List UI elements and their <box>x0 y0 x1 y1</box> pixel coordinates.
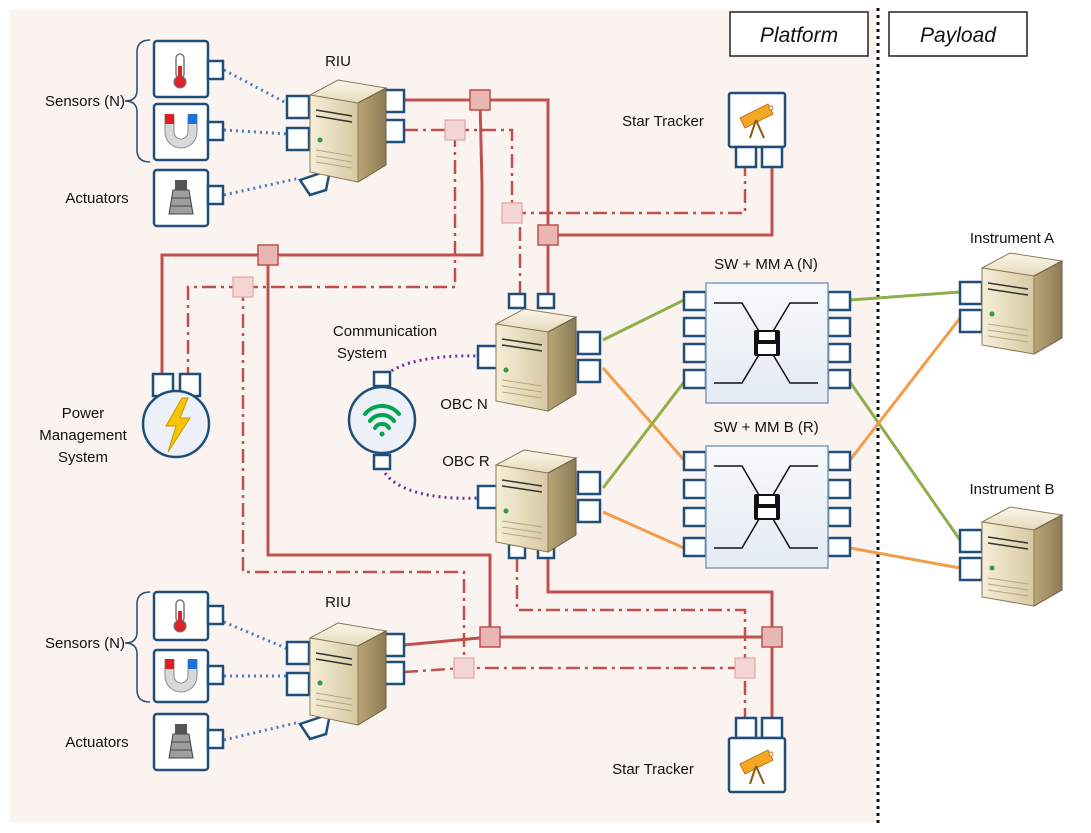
junction <box>479 626 501 648</box>
payload-label: Payload <box>920 24 997 47</box>
junction <box>232 276 254 298</box>
junction <box>453 657 475 679</box>
sw-mm-a-label: SW + MM A (N) <box>714 256 818 273</box>
thermometer-icon <box>173 53 187 89</box>
payload-label-box <box>888 11 1028 57</box>
junction <box>761 626 783 648</box>
riu-label-bottom: RIU <box>325 594 351 611</box>
sensors-label-bottom: Sensors (N) <box>45 635 125 652</box>
power-management-system <box>141 372 211 459</box>
power-management-label-line1: Power <box>62 405 105 422</box>
wifi-icon <box>363 403 401 437</box>
star-tracker-bottom <box>727 716 787 794</box>
sw-mm-b <box>682 445 852 569</box>
instrument-a-label: Instrument A <box>970 230 1054 247</box>
thruster-icon <box>168 724 194 759</box>
floppy-disk-icon <box>754 494 780 520</box>
junction <box>734 657 756 679</box>
actuators-label-top: Actuators <box>65 190 128 207</box>
magnet-sensor-top <box>152 102 225 162</box>
obc-r-label: OBC R <box>442 453 490 470</box>
floppy-disk-icon <box>754 330 780 356</box>
server-icon <box>980 252 1064 355</box>
magnet-icon <box>164 114 198 149</box>
thruster-icon <box>168 180 194 215</box>
magnet-sensor-bottom <box>152 648 225 704</box>
telescope-icon <box>739 749 774 785</box>
platform-label: Platform <box>760 24 838 47</box>
comm-links <box>380 354 479 500</box>
actuator-bottom <box>152 712 225 772</box>
riu-top <box>285 79 406 197</box>
telescope-icon <box>739 103 774 139</box>
comm-label-line1: Communication <box>333 323 437 340</box>
obc-n <box>476 292 602 412</box>
riu-bottom <box>285 622 406 741</box>
sensor-brace-top <box>124 39 151 163</box>
sw-mm-b-label: SW + MM B (R) <box>713 419 818 436</box>
comm-label-line2: System <box>337 345 387 362</box>
obc-n-label: OBC N <box>440 396 488 413</box>
lightning-icon <box>165 397 191 453</box>
server-icon <box>308 79 388 183</box>
server-icon <box>494 449 578 553</box>
instrument-b-label: Instrument B <box>969 481 1054 498</box>
actuator-top <box>152 168 225 228</box>
data-links <box>601 290 962 570</box>
server-icon <box>308 622 388 726</box>
communication-system <box>347 370 417 471</box>
thermometer-icon <box>173 599 187 633</box>
sensor-brace-bottom <box>124 591 151 703</box>
thermometer-sensor-bottom <box>152 590 225 642</box>
star-tracker-label-top: Star Tracker <box>622 113 704 130</box>
power-management-label-line3: System <box>58 449 108 466</box>
main-bus <box>160 98 774 718</box>
thermometer-sensor-top <box>152 39 225 99</box>
junction <box>257 244 279 266</box>
sensor-links <box>223 68 301 742</box>
obc-r <box>476 449 602 560</box>
power-management-label-line2: Management <box>39 427 127 444</box>
platform-label-box <box>729 11 869 57</box>
junction <box>537 224 559 246</box>
server-icon <box>494 308 578 412</box>
star-tracker-top <box>727 91 787 169</box>
instrument-a <box>958 252 1064 355</box>
sensors-label-top: Sensors (N) <box>45 93 125 110</box>
bus-junctions <box>257 89 783 648</box>
junction <box>444 119 466 141</box>
magnet-icon <box>164 659 198 693</box>
sw-mm-a <box>682 282 852 404</box>
riu-label-top: RIU <box>325 53 351 70</box>
server-icon <box>980 506 1064 607</box>
instrument-b <box>958 506 1064 607</box>
junction <box>501 202 523 224</box>
junction <box>469 89 491 111</box>
actuators-label-bottom: Actuators <box>65 734 128 751</box>
star-tracker-label-bottom: Star Tracker <box>612 761 694 778</box>
redundant-junctions <box>232 119 756 679</box>
